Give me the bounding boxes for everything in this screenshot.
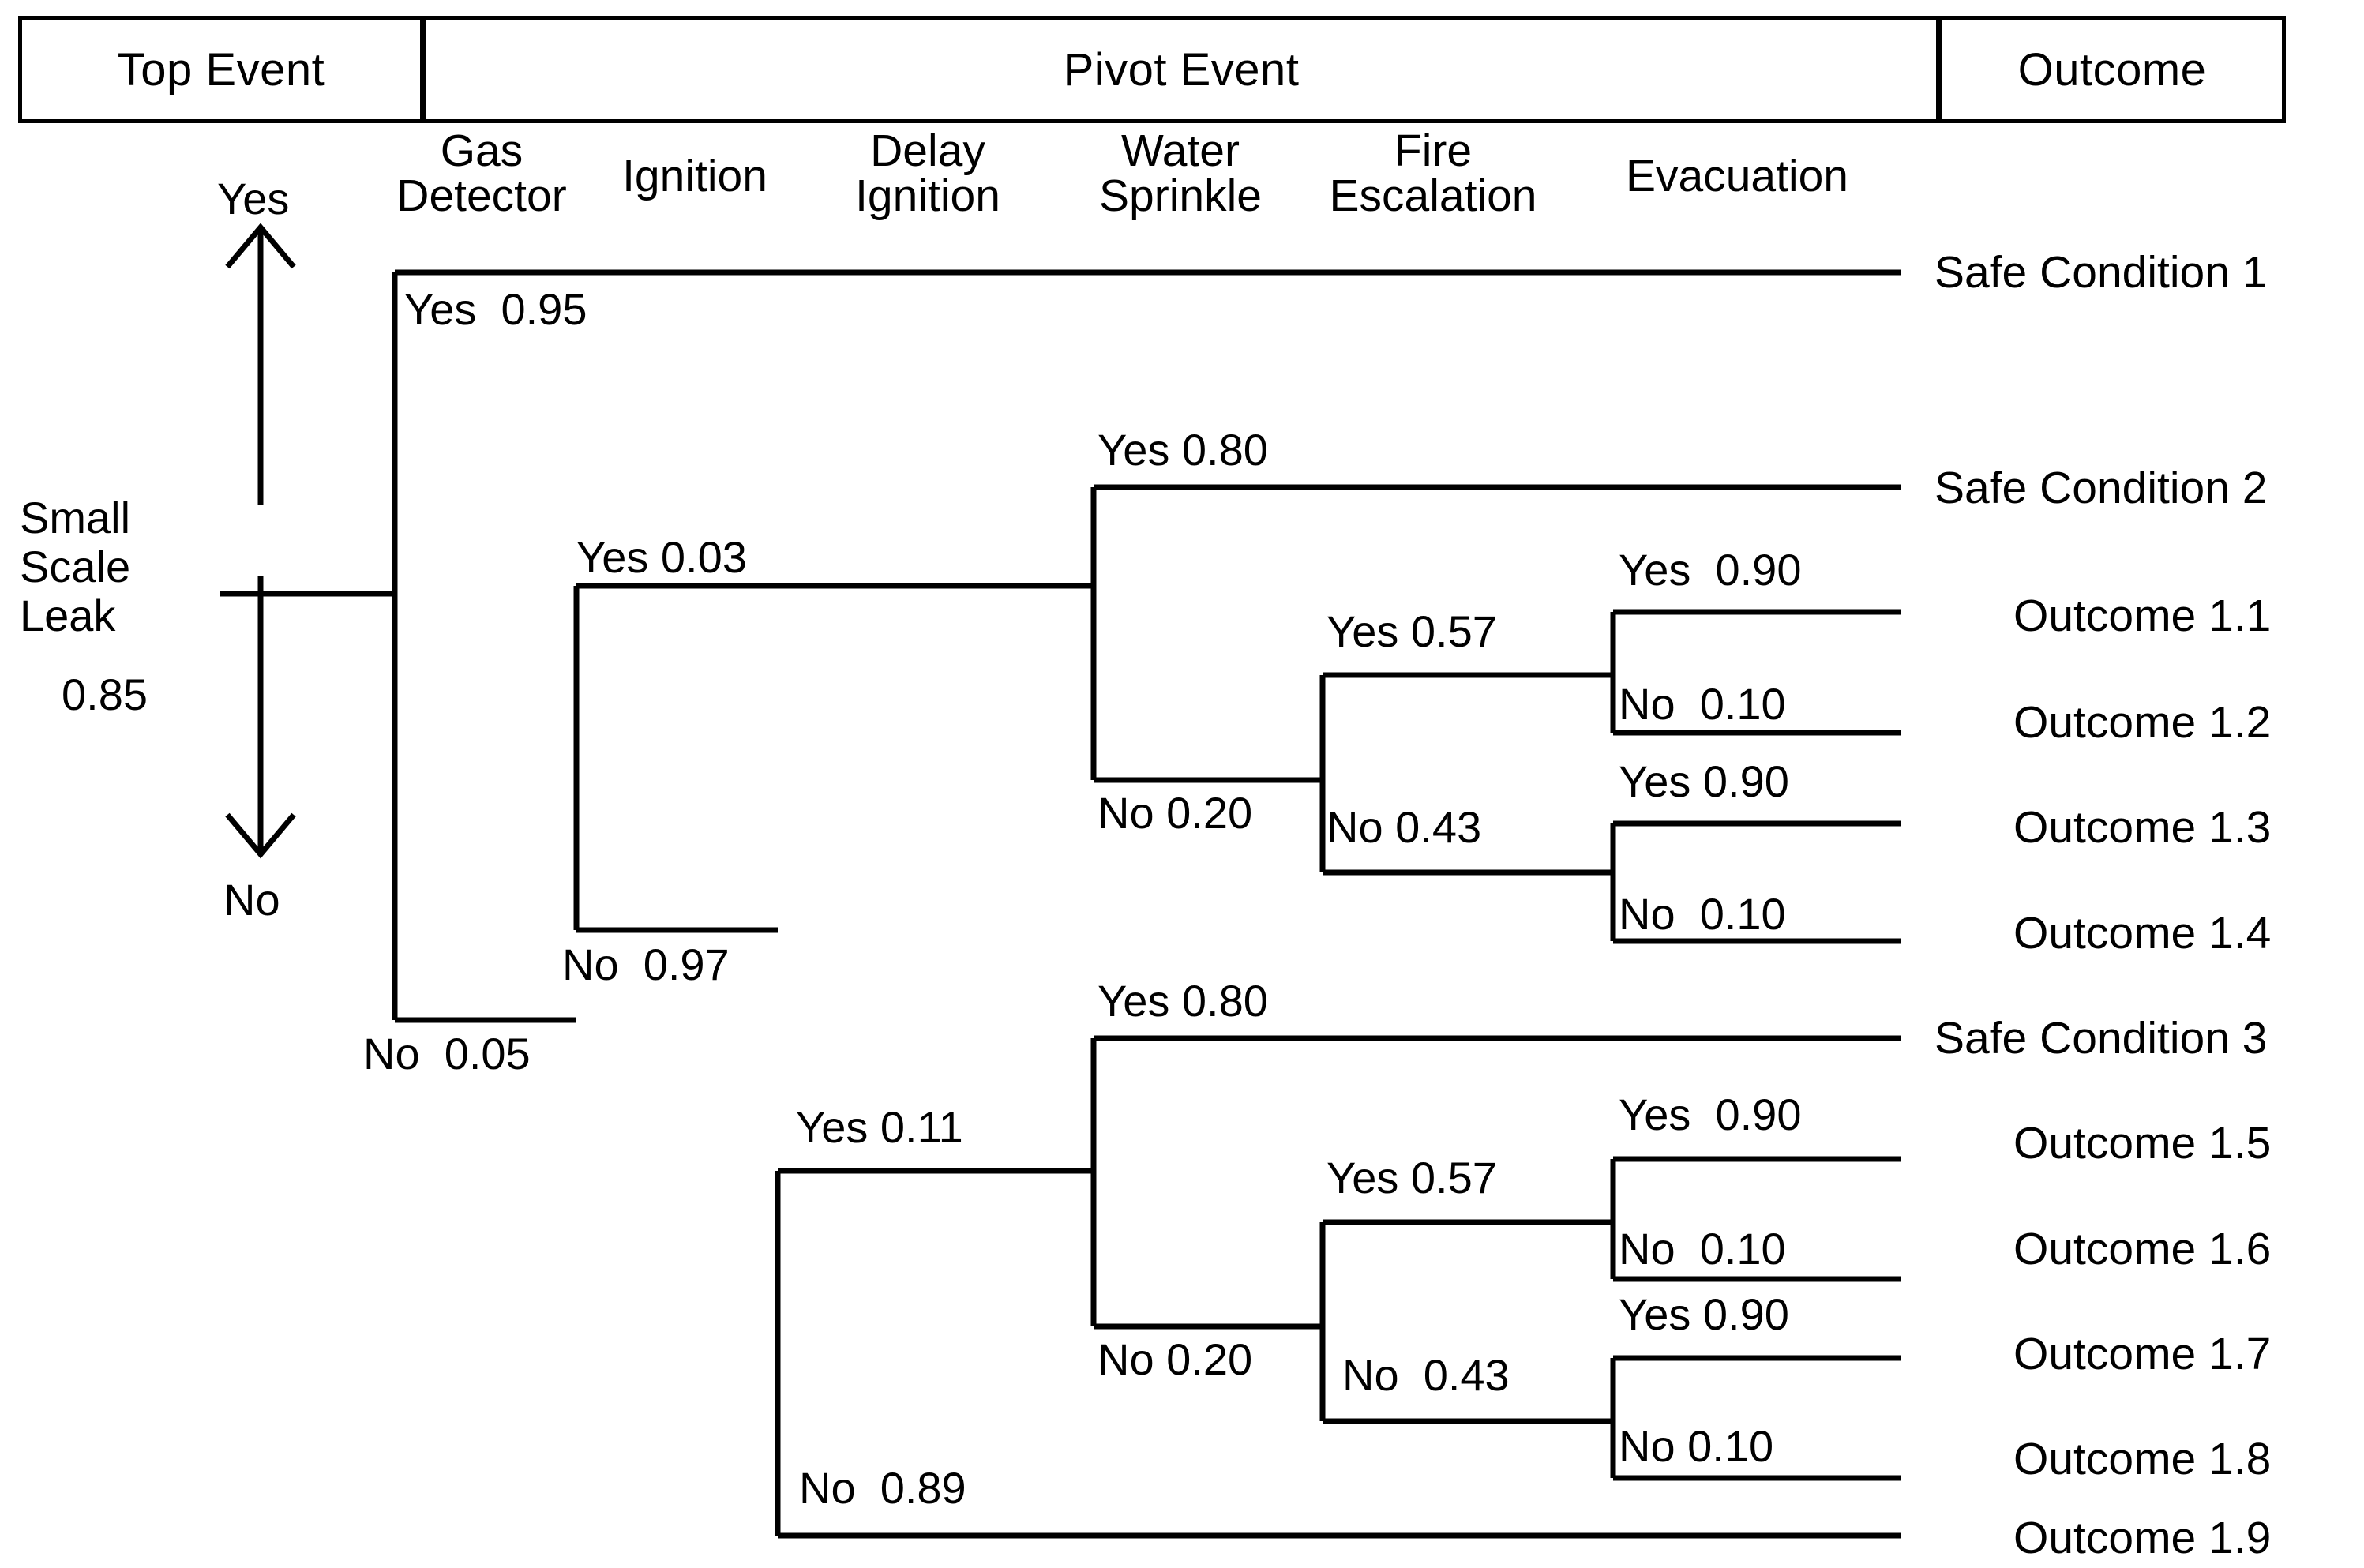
branch-water-sprinkle-top xyxy=(1090,484,1901,783)
branch-label-evacuation-t1-yes: Yes 0.90 xyxy=(1619,545,1802,595)
branch-label-ignition-no: No 0.97 xyxy=(562,940,730,989)
branch-label-delay-ignition-yes: Yes 0.11 xyxy=(796,1102,963,1152)
column-caption-water-sprinkle: Water Sprinkle xyxy=(1099,126,1262,221)
initiating-event-yes-label: Yes xyxy=(217,174,290,223)
column-caption-gas-detector: Gas Detector xyxy=(396,126,567,221)
column-caption-evacuation: Evacuation xyxy=(1625,151,1849,201)
outcome-label-outcome-1-4: Outcome 1.4 xyxy=(2013,908,2272,958)
initiating-event-probability: 0.85 xyxy=(62,670,148,719)
header-cell-outcome: Outcome xyxy=(1938,16,2286,123)
branch-evacuation-top-2 xyxy=(1610,820,1901,944)
branch-evacuation-bottom-2 xyxy=(1610,1355,1901,1481)
branch-label-delay-ignition-no: No 0.89 xyxy=(799,1463,966,1513)
branch-fire-escalation-bottom xyxy=(1319,1219,1613,1424)
branch-evacuation-bottom-1 xyxy=(1610,1156,1901,1282)
header-cell-pivot-event: Pivot Event xyxy=(422,16,1940,123)
branch-label-ignition-yes: Yes 0.03 xyxy=(576,532,747,582)
branch-label-evacuation-b2-yes: Yes 0.90 xyxy=(1619,1289,1789,1339)
branch-label-evacuation-t2-no: No 0.10 xyxy=(1619,889,1786,939)
outcome-label-outcome-1-1: Outcome 1.1 xyxy=(2013,591,2272,641)
branch-label-fire-escalation-bottom-yes: Yes 0.57 xyxy=(1326,1153,1497,1202)
outcome-label-outcome-1-9: Outcome 1.9 xyxy=(2013,1513,2272,1563)
initiating-event-name: Small Scale Leak xyxy=(20,493,131,640)
column-caption-delay-ignition: Delay Ignition xyxy=(855,126,1000,221)
outcome-label-outcome-1-5: Outcome 1.5 xyxy=(2013,1118,2272,1168)
column-caption-fire-escalation: Fire Escalation xyxy=(1329,126,1537,221)
branch-delay-ignition xyxy=(775,1168,1901,1539)
branch-fire-escalation-top xyxy=(1319,672,1613,876)
outcome-label-safe-condition-2: Safe Condition 2 xyxy=(1934,463,2268,513)
initiating-event-arrow xyxy=(225,223,296,859)
initiating-event-no-label: No xyxy=(223,875,280,925)
branch-label-water-sprinkle-top-no: No 0.20 xyxy=(1098,788,1253,838)
outcome-label-outcome-1-7: Outcome 1.7 xyxy=(2013,1329,2272,1379)
branch-water-sprinkle-bottom xyxy=(1090,1035,1901,1330)
branch-label-water-sprinkle-bottom-no: No 0.20 xyxy=(1098,1334,1253,1384)
branch-ignition-upper xyxy=(573,583,1094,933)
outcome-label-safe-condition-1: Safe Condition 1 xyxy=(1934,247,2268,298)
column-caption-ignition: Ignition xyxy=(622,151,767,201)
branch-label-fire-escalation-top-no: No 0.43 xyxy=(1326,802,1482,852)
outcome-label-outcome-1-2: Outcome 1.2 xyxy=(2013,697,2272,748)
branch-label-fire-escalation-top-yes: Yes 0.57 xyxy=(1326,606,1497,656)
branch-label-evacuation-t1-no: No 0.10 xyxy=(1619,679,1786,729)
branch-label-gas-detector-yes: Yes 0.95 xyxy=(404,284,587,334)
branch-label-evacuation-b1-no: No 0.10 xyxy=(1619,1224,1786,1274)
branch-evacuation-top-1 xyxy=(1610,609,1901,736)
header-cell-top-event: Top Event xyxy=(18,16,424,123)
branch-gas-detector xyxy=(392,269,1901,1023)
outcome-label-outcome-1-8: Outcome 1.8 xyxy=(2013,1434,2272,1484)
branch-label-gas-detector-no: No 0.05 xyxy=(363,1029,531,1078)
outcome-label-safe-condition-3: Safe Condition 3 xyxy=(1934,1013,2268,1063)
branch-label-evacuation-b1-yes: Yes 0.90 xyxy=(1619,1090,1802,1139)
branch-label-evacuation-b2-no: No 0.10 xyxy=(1619,1421,1774,1471)
branch-label-fire-escalation-bottom-no: No 0.43 xyxy=(1342,1350,1510,1400)
branch-label-evacuation-t2-yes: Yes 0.90 xyxy=(1619,756,1789,806)
outcome-label-outcome-1-6: Outcome 1.6 xyxy=(2013,1224,2272,1274)
branch-label-water-sprinkle-top-yes: Yes 0.80 xyxy=(1098,425,1268,475)
outcome-label-outcome-1-3: Outcome 1.3 xyxy=(2013,802,2272,853)
branch-label-water-sprinkle-bottom-yes: Yes 0.80 xyxy=(1098,976,1268,1026)
